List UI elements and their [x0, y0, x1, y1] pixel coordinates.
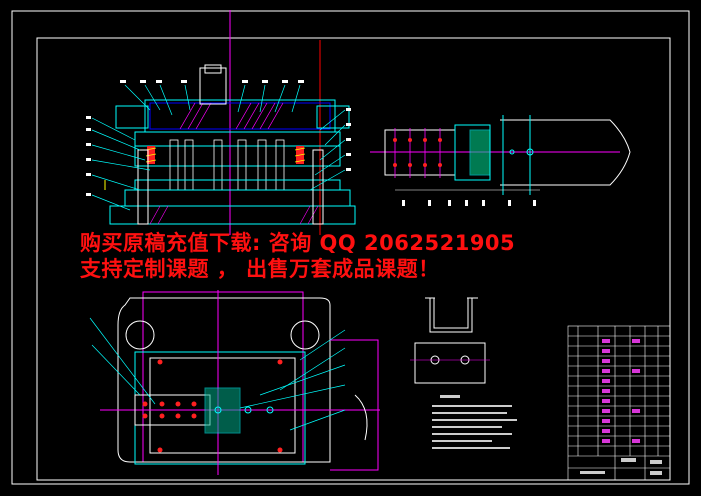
part-drawing: [410, 297, 517, 449]
inner-border: [36, 37, 671, 481]
title-block-labels: [580, 458, 662, 475]
title-block-text: [602, 339, 640, 443]
watermark-line-2: 支持定制课题 ， 出售万套成品课题！: [80, 257, 440, 281]
outer-border: [11, 10, 690, 485]
lower-die-plan-view: [89, 290, 380, 475]
front-section-view: [86, 10, 356, 235]
watermark-line-1: 购买原稿充值下载: 咨询 QQ 2062521905: [80, 231, 516, 255]
title-block: [567, 325, 671, 481]
strip-layout-view: [370, 115, 631, 206]
